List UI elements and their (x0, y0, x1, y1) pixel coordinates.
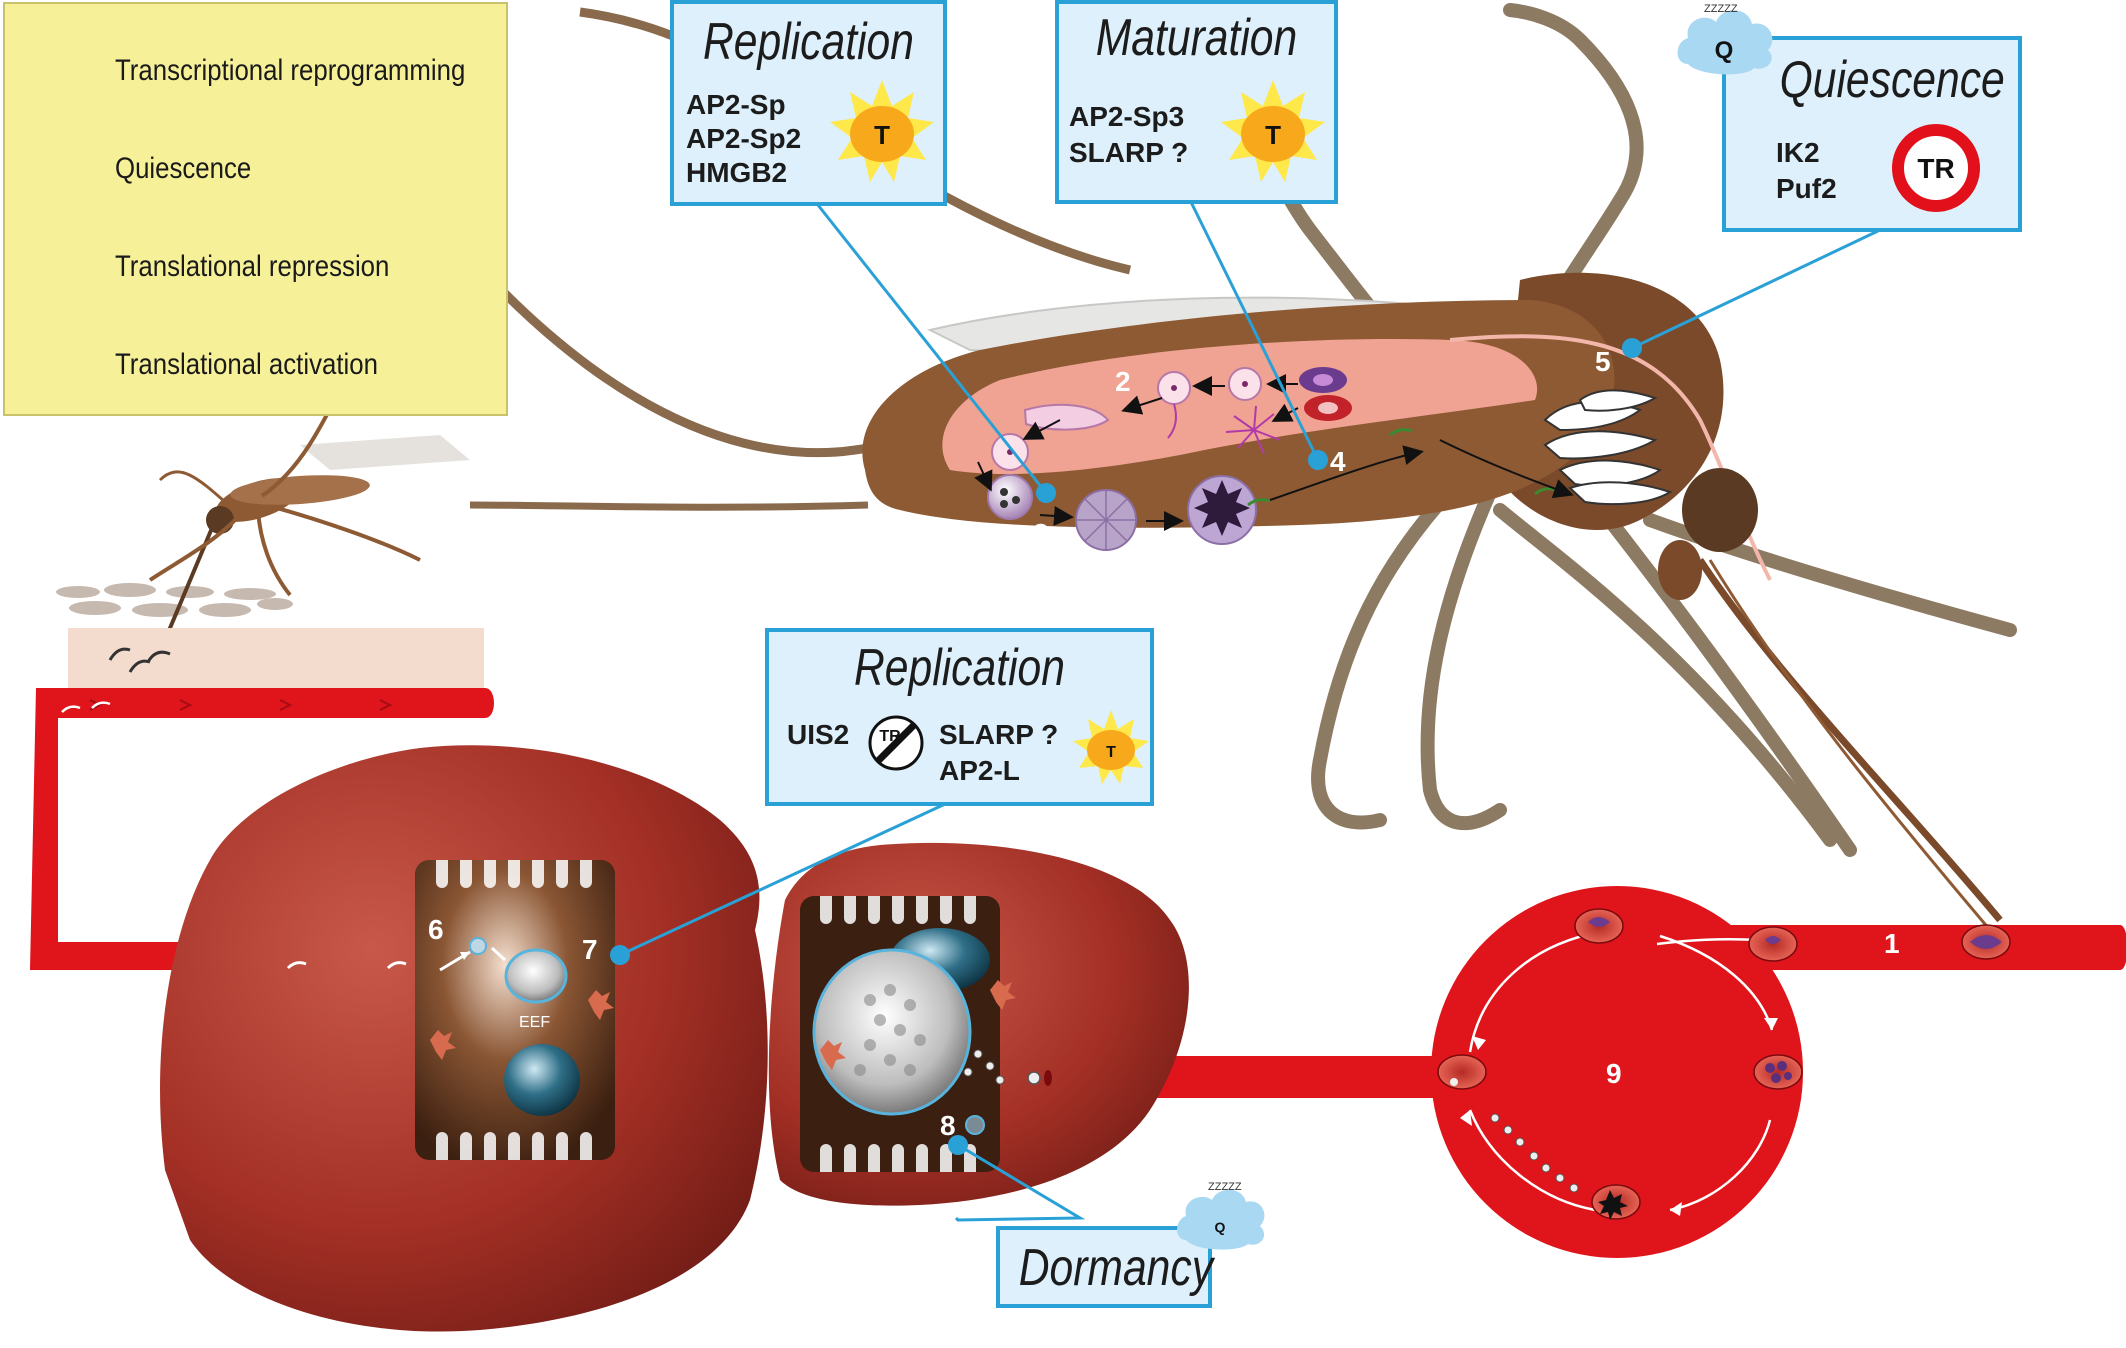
svg-text:T: T (874, 120, 890, 150)
legend-row-repression: Translational repression (5, 230, 510, 310)
gene-ik2: IK2 (1776, 137, 1820, 168)
legend-label-quiescence: Quiescence (115, 152, 252, 185)
callout-maturation-title: Maturation (1095, 9, 1298, 67)
gene-slarp: SLARP ? (1069, 137, 1189, 168)
midgut (942, 339, 1538, 475)
gene-hmgb2: HMGB2 (686, 157, 788, 188)
legend-row-transcriptional: Transcriptional reprogramming (5, 34, 510, 114)
step-3-label: 3 (1033, 518, 1049, 549)
hepatocyte-2 (800, 896, 1016, 1172)
eef-label: EEF (519, 1014, 551, 1031)
legend-label-activation: Translational activation (115, 348, 378, 381)
gene-puf2: Puf2 (1776, 173, 1837, 204)
gametocytes-in-midgut (987, 367, 1558, 551)
step-7-label: 7 (582, 934, 598, 965)
step-4-label: 4 (1330, 446, 1346, 477)
step-2-label: 2 (1115, 366, 1131, 397)
salivary-glands (1543, 389, 1673, 506)
step-9-label: 9 (1606, 1058, 1622, 1089)
legend-label-repression: Translational repression (115, 250, 390, 283)
translational-activation-icon: TR (868, 715, 924, 771)
svg-text:T: T (1106, 744, 1116, 761)
gene-uis2: UIS2 (787, 719, 850, 750)
svg-text:ZZZZZ: ZZZZZ (1208, 1181, 1242, 1193)
sun-icon: T (1073, 710, 1149, 784)
step-1-label: 1 (1884, 928, 1900, 959)
step-5-label: 5 (1595, 346, 1611, 377)
sun-icon: T (830, 80, 934, 182)
callout-dormancy: Dormancy (996, 1226, 1214, 1308)
callout-quiescence-title: Quiescence (1779, 51, 2005, 109)
callout-replication-liver-title: Replication (854, 639, 1065, 697)
quiescence-cloud-icon: Q ZZZZZ (1677, 3, 1773, 75)
legend-row-quiescence: Quiescence (5, 130, 510, 210)
svg-text:ZZZZZ: ZZZZZ (1704, 3, 1738, 15)
gene-slarp-liver: SLARP ? (939, 719, 1059, 750)
step-8-label: 8 (940, 1110, 956, 1141)
liver (160, 745, 1189, 1332)
translational-repression-icon: TR (1892, 124, 1980, 212)
dormancy-cloud-icon: Q ZZZZZ (1177, 1181, 1265, 1250)
step-6-label: 6 (428, 914, 444, 945)
erythrocytic-cycle (1431, 886, 2011, 1258)
callout-maturation: Maturation AP2-Sp3 SLARP ? T (1055, 0, 1338, 204)
sun-icon: T (1221, 80, 1325, 182)
callout-dormancy-title: Dormancy (1018, 1239, 1214, 1297)
callout-replication-mosquito-title: Replication (703, 13, 914, 71)
legend-panel: Transcriptional reprogramming Quiescence… (3, 2, 508, 416)
legend-row-activation: Translational activation (5, 326, 510, 406)
svg-text:Q: Q (1715, 37, 1734, 64)
callout-replication-mosquito: Replication AP2-Sp AP2-Sp2 HMGB2 T (670, 0, 947, 206)
gene-ap2-sp3: AP2-Sp3 (1069, 101, 1185, 132)
anopheles-mosquito (295, 3, 2017, 931)
svg-text:T: T (1265, 120, 1281, 150)
svg-text:TR: TR (1917, 153, 1954, 184)
callout-quiescence: Quiescence IK2 Puf2 TR (1722, 36, 2022, 232)
biting-mosquito (56, 364, 470, 641)
skin-layer (68, 628, 484, 688)
sporozoites-in-skin (108, 647, 171, 673)
svg-text:Q: Q (1215, 1219, 1226, 1235)
gene-ap2-sp: AP2-Sp (686, 89, 786, 120)
hepatocyte-1 (415, 860, 615, 1160)
legend-label-transcriptional: Transcriptional reprogramming (115, 54, 466, 87)
gene-ap2-sp2: AP2-Sp2 (686, 123, 802, 154)
gene-ap2-l: AP2-L (939, 755, 1020, 786)
callout-replication-liver: Replication UIS2 SLARP ? AP2-L TR T (765, 628, 1154, 806)
